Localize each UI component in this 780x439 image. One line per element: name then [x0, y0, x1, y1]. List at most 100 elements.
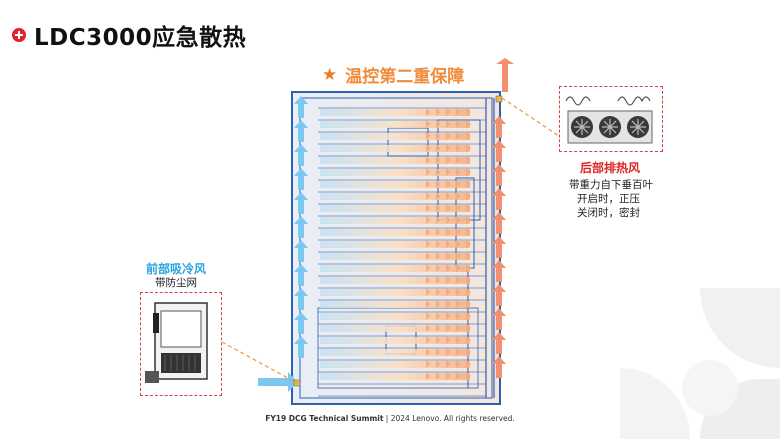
airflow-chevron: [466, 336, 471, 344]
fan-blade: [574, 119, 590, 135]
hot-arrow: [492, 284, 506, 306]
airflow-band: [320, 169, 470, 176]
airflow-chevron: [426, 300, 431, 308]
airflow-chevron: [456, 180, 461, 188]
airflow-chevron: [446, 216, 451, 224]
airflow-chevron: [466, 216, 471, 224]
rear-callout-marker: [495, 95, 503, 103]
airflow-chevron: [466, 288, 471, 296]
airflow-chevron: [466, 276, 471, 284]
cold-arrow: [294, 168, 308, 190]
airflow-chevron: [436, 108, 441, 116]
airflow-chevron: [466, 348, 471, 356]
second-guarantee-text: 温控第二重保障: [345, 67, 465, 87]
airflow-chevron: [446, 324, 451, 332]
airflow-chevron: [426, 192, 431, 200]
airflow-chevron: [456, 324, 461, 332]
airflow-band: [320, 241, 470, 248]
airflow-band: [320, 145, 470, 152]
airflow-chevron: [436, 288, 441, 296]
airflow-chevron: [436, 372, 441, 380]
airflow-chevron: [456, 372, 461, 380]
airflow-chevron: [466, 192, 471, 200]
airflow-chevron: [446, 168, 451, 176]
airflow-chevron: [466, 156, 471, 164]
airflow-chevron: [466, 240, 471, 248]
airflow-chevron: [436, 156, 441, 164]
airflow-chevron: [446, 372, 451, 380]
rear-desc-line-1: 带重力自下垂百叶: [569, 179, 653, 191]
front-callout-marker: [293, 379, 301, 387]
airflow-chevron: [436, 120, 441, 128]
hot-arrow: [492, 236, 506, 258]
airflow-chevron: [446, 300, 451, 308]
airflow-chevron: [446, 204, 451, 212]
airflow-chevron: [436, 324, 441, 332]
page-title: LDC3000应急散热: [34, 25, 247, 51]
hot-arrow: [492, 164, 506, 186]
airflow-chevron: [466, 132, 471, 140]
airflow-chevron: [436, 144, 441, 152]
airflow-band: [320, 289, 470, 296]
front-desc-line-1: 带防尘网: [155, 277, 197, 289]
airflow-chevron: [446, 348, 451, 356]
footer-event: FY19 DCG Technical Summit: [265, 414, 384, 423]
airflow-chevron: [426, 180, 431, 188]
airflow-band: [320, 181, 470, 188]
airflow-band: [320, 277, 470, 284]
airflow-chevron: [426, 288, 431, 296]
airflow-chevron: [426, 276, 431, 284]
rear-louver-callout: [559, 86, 663, 152]
airflow-chevron: [446, 252, 451, 260]
airflow-band: [320, 133, 470, 140]
airflow-chevron: [446, 264, 451, 272]
airflow-chevron: [436, 312, 441, 320]
airflow-band: [320, 325, 470, 332]
rear-louver-image: [565, 96, 653, 144]
airflow-band: [320, 217, 470, 224]
cold-arrow: [294, 96, 308, 118]
airflow-chevron: [426, 372, 431, 380]
airflow-band: [320, 205, 470, 212]
airflow-band: [320, 373, 470, 380]
airflow-chevron: [446, 336, 451, 344]
airflow-band: [320, 349, 470, 356]
airflow-chevron: [436, 264, 441, 272]
hot-arrow: [492, 140, 506, 162]
fan-blade: [630, 119, 646, 135]
airflow-chevron: [456, 168, 461, 176]
airflow-chevron: [436, 132, 441, 140]
airflow-chevron: [426, 132, 431, 140]
cold-arrow: [294, 312, 308, 334]
airflow-chevron: [426, 336, 431, 344]
airflow-band: [320, 361, 470, 368]
airflow-band: [320, 121, 470, 128]
airflow-chevron: [446, 180, 451, 188]
airflow-chevron: [466, 228, 471, 236]
airflow-chevron: [456, 240, 461, 248]
airflow-chevron: [456, 336, 461, 344]
airflow-chevron: [456, 312, 461, 320]
hot-arrow: [492, 332, 506, 354]
airflow-chevron: [436, 300, 441, 308]
airflow-chevron: [466, 108, 471, 116]
rear-desc-line-2: 开启时，正压: [577, 193, 640, 205]
airflow-chevron: [456, 204, 461, 212]
airflow-chevron: [426, 216, 431, 224]
front-intake-image: [145, 302, 208, 383]
airflow-chevron: [436, 168, 441, 176]
airflow-chevron: [436, 216, 441, 224]
airflow-chevron: [446, 240, 451, 248]
airflow-chevron: [426, 204, 431, 212]
airflow-band: [320, 337, 470, 344]
airflow-band: [320, 313, 470, 320]
airflow-chevron: [436, 204, 441, 212]
cold-arrow: [294, 264, 308, 286]
airflow-chevron: [446, 312, 451, 320]
airflow-chevron: [436, 240, 441, 248]
hot-arrow: [492, 308, 506, 330]
cold-arrow: [294, 216, 308, 238]
cold-arrow: [294, 336, 308, 358]
airflow-chevron: [446, 144, 451, 152]
airflow-chevron: [466, 372, 471, 380]
